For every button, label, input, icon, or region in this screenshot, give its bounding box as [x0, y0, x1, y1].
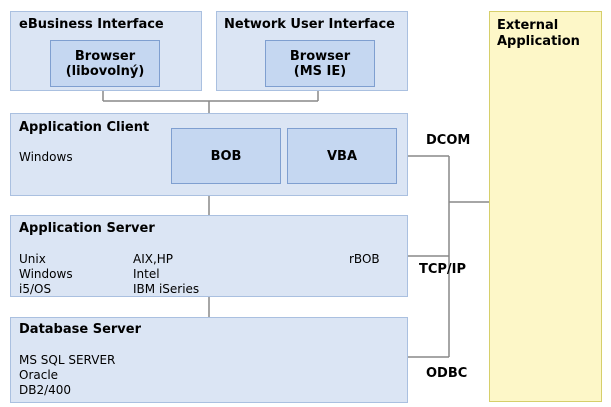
network-browser-sublabel: (MS IE): [293, 63, 347, 79]
app-server-os-list: Unix Windows i5/OS: [19, 252, 73, 297]
ebusiness-browser-label: Browser: [74, 48, 136, 64]
app-server-rbob: rBOB: [349, 252, 380, 266]
db-server-item: DB2/400: [19, 383, 72, 397]
database-server-box: Database Server MS SQL SERVER Oracle DB2…: [10, 317, 408, 403]
ebusiness-browser-sublabel: (libovolný): [65, 63, 145, 79]
tcpip-label: TCP/IP: [419, 262, 467, 277]
odbc-label: ODBC: [426, 366, 468, 381]
application-server-box: Application Server Unix Windows i5/OS AI…: [10, 215, 408, 297]
external-title: External Application: [497, 18, 580, 50]
external-title-line2: Application: [497, 34, 580, 49]
ebusiness-interface-box: eBusiness Interface Browser (libovolný): [10, 11, 202, 91]
ebusiness-title: eBusiness Interface: [19, 17, 164, 32]
db-server-item: MS SQL SERVER: [19, 353, 116, 367]
bob-box: BOB: [171, 128, 281, 184]
app-client-title: Application Client: [19, 120, 150, 135]
ebusiness-browser: Browser (libovolný): [50, 40, 160, 87]
app-server-os-item: Unix: [19, 252, 46, 266]
application-client-box: Application Client Windows BOB VBA: [10, 113, 408, 196]
db-server-item: Oracle: [19, 368, 59, 382]
app-server-platform-item: AIX,HP: [133, 252, 174, 266]
external-application-box: External Application: [489, 11, 602, 402]
app-server-platform-list: AIX,HP Intel IBM iSeries: [133, 252, 199, 297]
external-title-line1: External: [497, 18, 559, 33]
vba-label: VBA: [326, 148, 358, 164]
app-server-os-item: Windows: [19, 267, 73, 281]
dcom-label: DCOM: [426, 133, 471, 148]
network-user-interface-box: Network User Interface Browser (MS IE): [216, 11, 408, 91]
vba-box: VBA: [287, 128, 397, 184]
app-server-os-item: i5/OS: [19, 282, 52, 296]
network-browser: Browser (MS IE): [265, 40, 375, 87]
db-server-title: Database Server: [19, 322, 142, 337]
db-server-list: MS SQL SERVER Oracle DB2/400: [19, 353, 115, 398]
app-server-platform-item: Intel: [133, 267, 160, 281]
network-title: Network User Interface: [224, 17, 395, 32]
network-browser-label: Browser: [289, 48, 351, 64]
app-client-os: Windows: [19, 150, 73, 164]
app-server-title: Application Server: [19, 221, 155, 236]
bob-label: BOB: [210, 148, 242, 164]
app-server-platform-item: IBM iSeries: [133, 282, 200, 296]
